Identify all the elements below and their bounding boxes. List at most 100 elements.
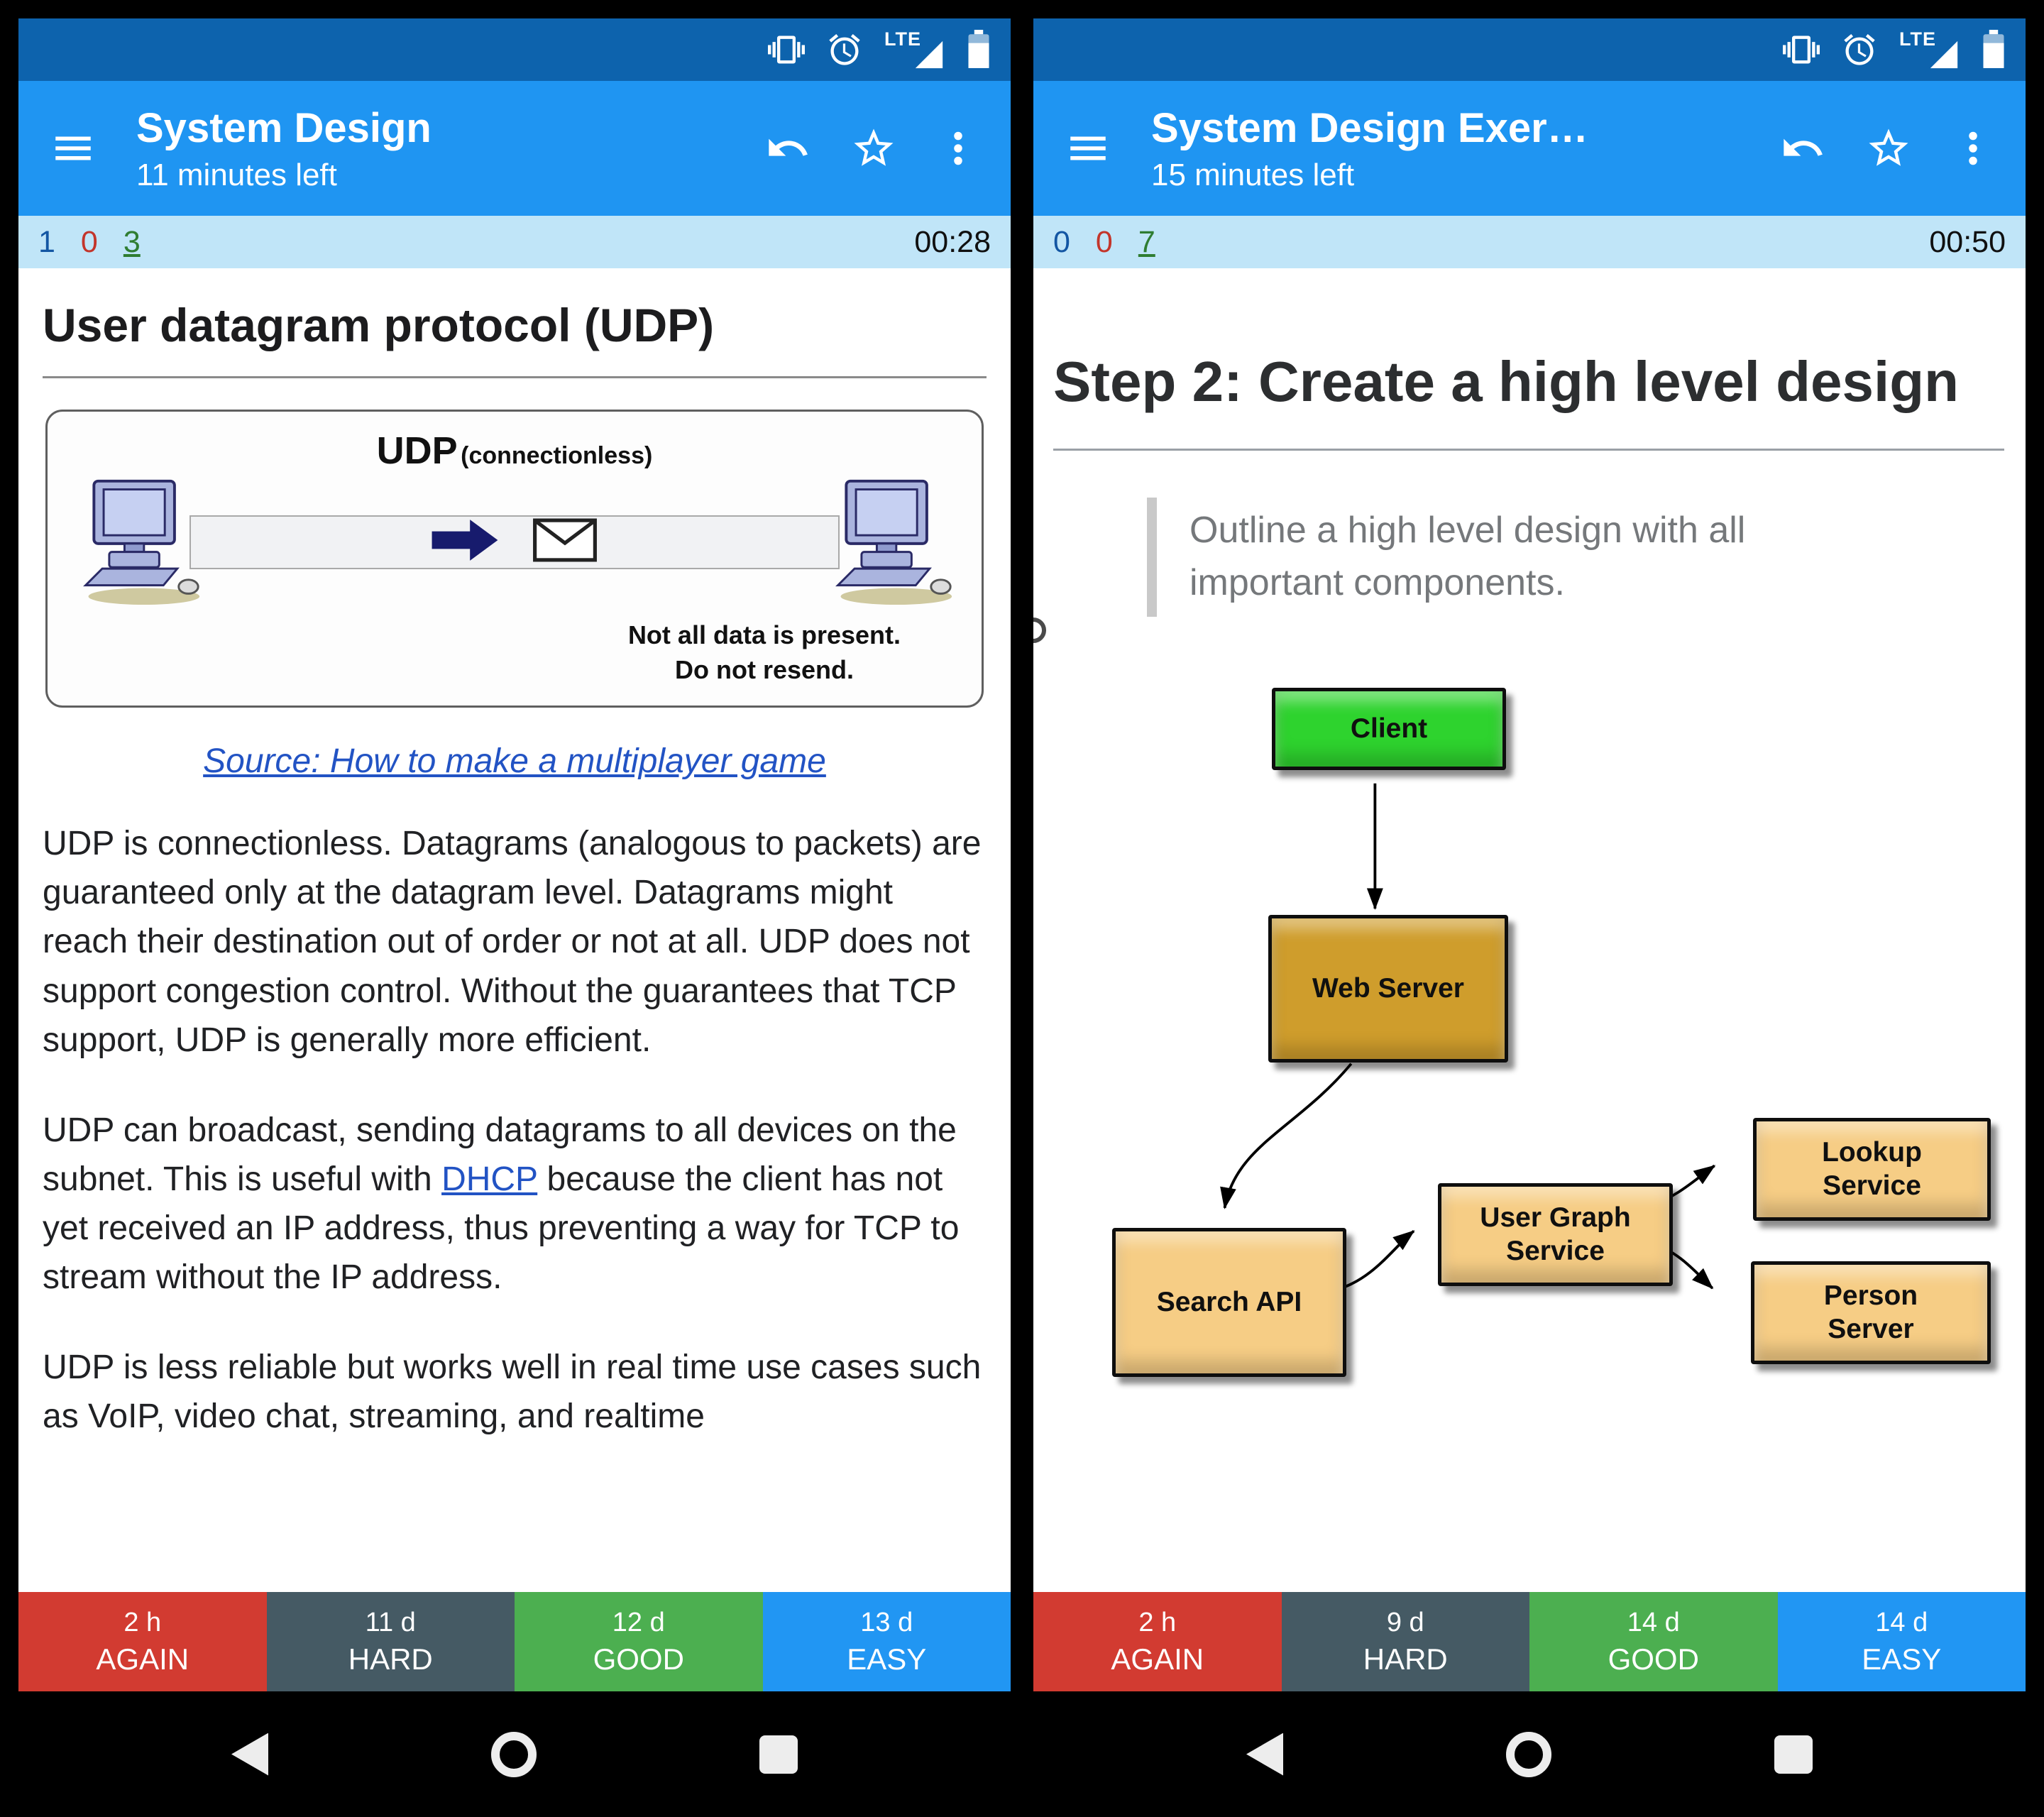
computer-icon bbox=[821, 474, 960, 610]
node-user-graph-service: User Graph Service bbox=[1438, 1182, 1673, 1286]
network-type-label: LTE bbox=[1899, 28, 1936, 50]
undo-icon[interactable] bbox=[1780, 126, 1825, 171]
again-interval: 2 h bbox=[1138, 1607, 1177, 1637]
node-lookup-service: Lookup Service bbox=[1753, 1117, 1991, 1221]
divider bbox=[43, 376, 987, 378]
again-button[interactable]: 2 h AGAIN bbox=[18, 1592, 267, 1691]
learning-count: 0 bbox=[1095, 224, 1113, 259]
star-icon[interactable] bbox=[850, 125, 897, 172]
paragraph: UDP is less reliable but works well in r… bbox=[43, 1349, 982, 1436]
again-button[interactable]: 2 h AGAIN bbox=[1033, 1592, 1282, 1691]
cell-signal-icon: LTE bbox=[884, 28, 945, 71]
figure-note: Not all data is present. Do not resend. bbox=[573, 618, 956, 687]
paragraph-text: UDP can broadcast, sending datagrams to … bbox=[43, 1111, 957, 1198]
menu-icon[interactable] bbox=[1065, 125, 1111, 172]
anchor-mark bbox=[1033, 617, 1046, 643]
easy-label: EASY bbox=[847, 1642, 927, 1676]
figure-note-line1: Not all data is present. bbox=[627, 620, 901, 649]
easy-interval: 14 d bbox=[1875, 1607, 1928, 1637]
new-count: 1 bbox=[38, 224, 55, 259]
good-interval: 14 d bbox=[1627, 1607, 1680, 1637]
vibrate-icon bbox=[1783, 31, 1820, 68]
quote-block: Outline a high level design with all imp… bbox=[1147, 498, 1871, 617]
answer-bar: 2 h AGAIN 11 d HARD 12 d GOOD 13 d EASY bbox=[18, 1592, 1011, 1691]
node-client: Client bbox=[1272, 687, 1506, 770]
time-left-label: 11 minutes left bbox=[136, 157, 337, 192]
again-interval: 2 h bbox=[123, 1607, 162, 1637]
easy-label: EASY bbox=[1862, 1642, 1942, 1676]
card-heading: User datagram protocol (UDP) bbox=[43, 299, 715, 351]
battery-icon bbox=[1982, 30, 2006, 70]
easy-button[interactable]: 14 d EASY bbox=[1777, 1592, 2026, 1691]
deck-title: System Design Exer… bbox=[1151, 104, 1588, 151]
app-bar: System Design Exer… 15 minutes left bbox=[1033, 81, 2026, 216]
again-label: AGAIN bbox=[96, 1642, 189, 1676]
status-bar: LTE bbox=[18, 18, 1011, 81]
figure-title-mode: (connectionless) bbox=[461, 442, 653, 469]
home-button[interactable] bbox=[1506, 1731, 1551, 1777]
transmission-band bbox=[189, 515, 840, 569]
good-button[interactable]: 12 d GOOD bbox=[515, 1592, 763, 1691]
hard-interval: 11 d bbox=[365, 1607, 416, 1637]
paragraph: UDP can broadcast, sending datagrams to … bbox=[43, 1106, 987, 1302]
hard-button[interactable]: 9 d HARD bbox=[1281, 1592, 1529, 1691]
app-bar-titles: System Design Exer… 15 minutes left bbox=[1151, 104, 1740, 193]
paragraph-text: because the client has not yet received … bbox=[43, 1160, 960, 1297]
dhcp-link[interactable]: DHCP bbox=[441, 1160, 538, 1198]
node-search-api: Search API bbox=[1112, 1227, 1346, 1377]
good-button[interactable]: 14 d GOOD bbox=[1529, 1592, 1778, 1691]
node-web-server: Web Server bbox=[1268, 914, 1508, 1063]
again-label: AGAIN bbox=[1111, 1642, 1204, 1676]
overflow-menu-icon[interactable] bbox=[937, 127, 979, 170]
nav-group-left bbox=[18, 1691, 1011, 1817]
app-bar-titles: System Design 11 minutes left bbox=[136, 104, 725, 193]
review-count: 7 bbox=[1138, 224, 1155, 259]
undo-icon[interactable] bbox=[765, 126, 811, 171]
arrow-icon bbox=[432, 517, 500, 567]
envelope-icon bbox=[532, 518, 598, 566]
learning-count: 0 bbox=[80, 224, 98, 259]
easy-button[interactable]: 13 d EASY bbox=[762, 1592, 1011, 1691]
overflow-menu-icon[interactable] bbox=[1952, 127, 1994, 170]
hard-interval: 9 d bbox=[1386, 1607, 1424, 1637]
new-count: 0 bbox=[1053, 224, 1070, 259]
card-timer: 00:50 bbox=[1929, 224, 2006, 259]
answer-bar: 2 h AGAIN 9 d HARD 14 d GOOD 14 d EASY bbox=[1033, 1592, 2026, 1691]
hard-label: HARD bbox=[348, 1642, 433, 1676]
recents-button[interactable] bbox=[1774, 1735, 1813, 1774]
good-label: GOOD bbox=[1608, 1642, 1699, 1676]
source-link[interactable]: Source: How to make a multiplayer game bbox=[203, 742, 826, 781]
hard-button[interactable]: 11 d HARD bbox=[266, 1592, 515, 1691]
alarm-icon bbox=[1841, 31, 1878, 68]
card-content[interactable]: Step 2: Create a high level design Outli… bbox=[1033, 268, 2026, 1592]
status-bar: LTE bbox=[1033, 18, 2026, 81]
deck-title: System Design bbox=[136, 104, 432, 151]
right-phone: LTE System Design Exer… 15 minutes left … bbox=[1033, 18, 2026, 1691]
network-type-label: LTE bbox=[884, 28, 921, 50]
star-icon[interactable] bbox=[1865, 125, 1912, 172]
architecture-diagram: Client Web Server Search API User Graph … bbox=[1053, 642, 2004, 1409]
cell-signal-icon: LTE bbox=[1899, 28, 1960, 71]
card-content[interactable]: User datagram protocol (UDP) UDP (connec… bbox=[18, 268, 1011, 1592]
alarm-icon bbox=[826, 31, 863, 68]
divider bbox=[1053, 449, 2004, 451]
review-count: 3 bbox=[123, 224, 141, 259]
figure-title: UDP (connectionless) bbox=[69, 429, 960, 473]
home-button[interactable] bbox=[491, 1731, 537, 1777]
menu-icon[interactable] bbox=[50, 125, 97, 172]
good-interval: 12 d bbox=[612, 1607, 665, 1637]
recents-button[interactable] bbox=[759, 1735, 798, 1774]
counter-bar: 1 0 3 00:28 bbox=[18, 216, 1011, 268]
hard-label: HARD bbox=[1363, 1642, 1448, 1676]
counter-bar: 0 0 7 00:50 bbox=[1033, 216, 2026, 268]
left-phone: LTE System Design 11 minutes left 1 0 3 … bbox=[18, 18, 1011, 1691]
back-button[interactable] bbox=[1246, 1733, 1283, 1776]
time-left-label: 15 minutes left bbox=[1151, 157, 1355, 192]
back-button[interactable] bbox=[231, 1733, 268, 1776]
card-heading: Step 2: Create a high level design bbox=[1053, 350, 1959, 413]
node-person-server: Person Server bbox=[1751, 1261, 1991, 1364]
vibrate-icon bbox=[768, 31, 805, 68]
nav-group-right bbox=[1033, 1691, 2026, 1817]
udp-figure: UDP (connectionless) bbox=[45, 410, 984, 708]
computer-icon bbox=[69, 474, 208, 610]
